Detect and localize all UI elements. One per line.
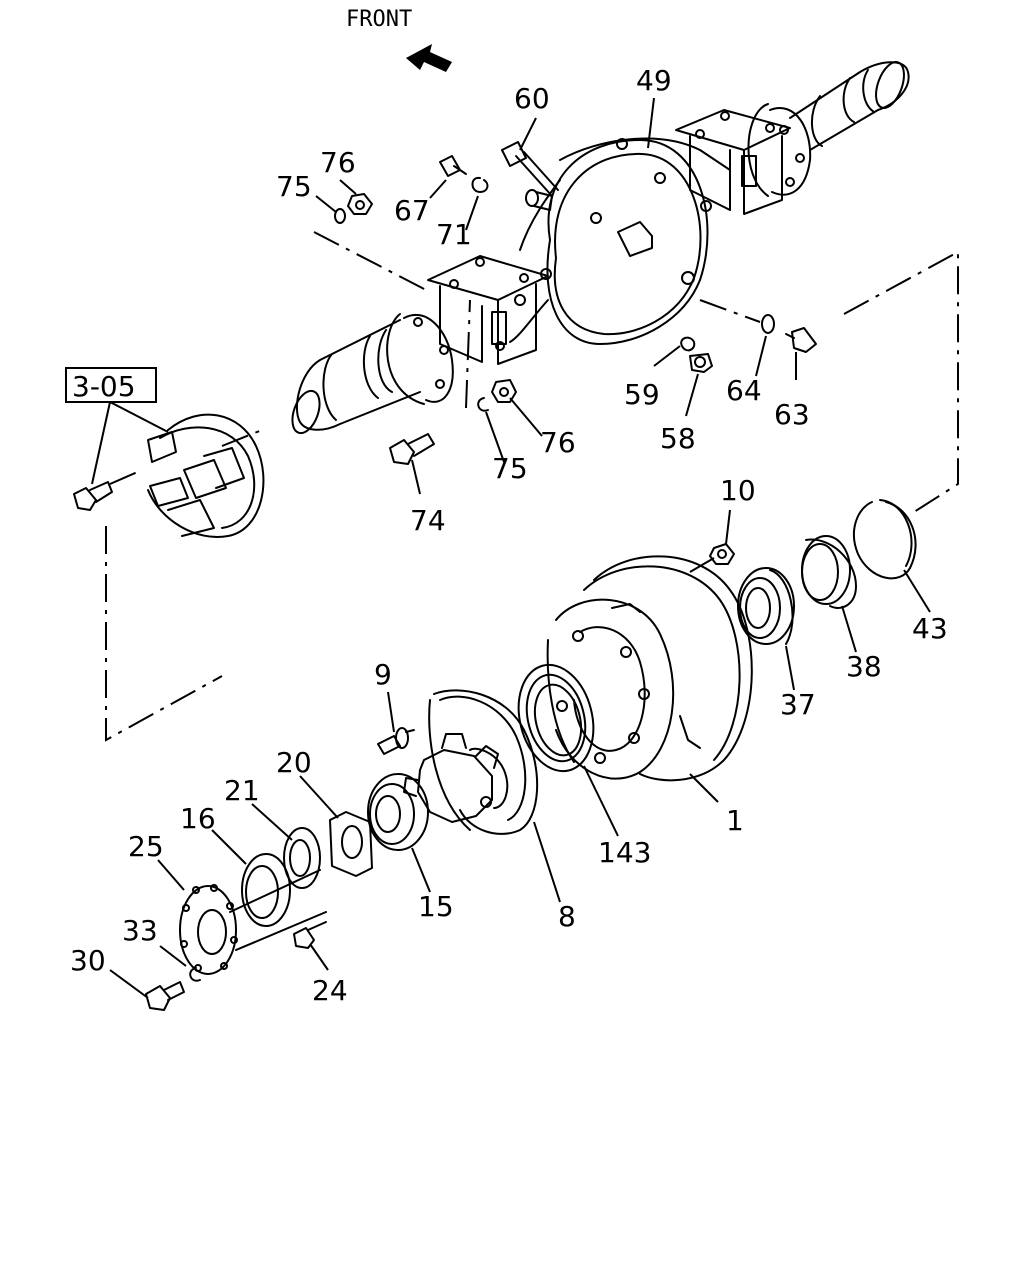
callout-75-lower: 75 (492, 452, 528, 485)
callout-1: 1 (726, 804, 744, 837)
callout-30: 30 (70, 944, 106, 977)
callout-9: 9 (374, 658, 392, 691)
callout-75-upper: 75 (276, 170, 312, 203)
callout-76-upper: 76 (320, 146, 356, 179)
bolt-3-05 (73, 481, 113, 511)
washer-75-lower (477, 397, 489, 412)
nut-10 (709, 543, 735, 565)
callout-33: 33 (122, 914, 158, 947)
assembly-lines (105, 231, 959, 742)
brake-backing-plate (147, 413, 265, 538)
bearing-37 (737, 567, 795, 645)
bolt-30 (145, 981, 185, 1011)
callout-58: 58 (660, 422, 696, 455)
callout-21: 21 (224, 774, 260, 807)
bolt-74 (389, 433, 435, 465)
callout-8: 8 (558, 900, 576, 933)
washer-64 (761, 314, 775, 334)
plug-59 (680, 336, 696, 352)
callout-20: 20 (276, 746, 312, 779)
snap-ring-43 (853, 499, 917, 580)
callout-59: 59 (624, 378, 660, 411)
callout-24: 24 (312, 974, 348, 1007)
stud-9 (377, 727, 415, 755)
brake-drum (546, 555, 753, 782)
hub-8 (403, 689, 539, 835)
washer-33 (189, 967, 201, 982)
axle-housing (291, 61, 910, 435)
washer-75-upper (334, 208, 346, 224)
bolt-63 (785, 327, 817, 353)
nut-76-lower (491, 379, 517, 403)
callout-49: 49 (636, 64, 672, 97)
callout-10: 10 (720, 474, 756, 507)
clip-71 (471, 176, 489, 193)
callout-60: 60 (514, 82, 550, 115)
bolt-60 (501, 141, 559, 197)
callout-43: 43 (912, 612, 948, 645)
axle-shaft-25 (179, 869, 327, 975)
callout-37: 37 (780, 688, 816, 721)
callout-labels: 60 49 76 75 67 71 59 64 63 58 76 75 74 1… (70, 64, 948, 1007)
lock-plate-20 (329, 811, 373, 877)
pin-71b (525, 189, 553, 211)
front-arrow-icon (406, 44, 452, 72)
callout-25: 25 (128, 830, 164, 863)
plug-58 (689, 353, 713, 373)
reference-label: 3-05 (72, 370, 136, 403)
reference-box: 3-05 (65, 367, 169, 485)
nut-76-upper (347, 193, 373, 215)
seal-38 (801, 535, 857, 609)
callout-76-lower: 76 (540, 426, 576, 459)
callout-71: 71 (436, 218, 472, 251)
callout-64: 64 (726, 374, 762, 407)
callout-15: 15 (418, 890, 454, 923)
callout-67: 67 (394, 194, 430, 227)
nut-16 (241, 853, 291, 927)
bolt-67 (439, 155, 467, 177)
front-label: FRONT (346, 7, 412, 32)
callout-143: 143 (598, 836, 651, 869)
callout-63: 63 (774, 398, 810, 431)
front-direction-indicator: FRONT (346, 7, 452, 72)
callout-38: 38 (846, 650, 882, 683)
seal-143 (517, 663, 595, 773)
bearing-15 (367, 773, 429, 851)
callout-74: 74 (410, 504, 446, 537)
callout-16: 16 (180, 802, 216, 835)
lock-washer-21 (283, 827, 321, 889)
leader-lines (109, 97, 931, 999)
